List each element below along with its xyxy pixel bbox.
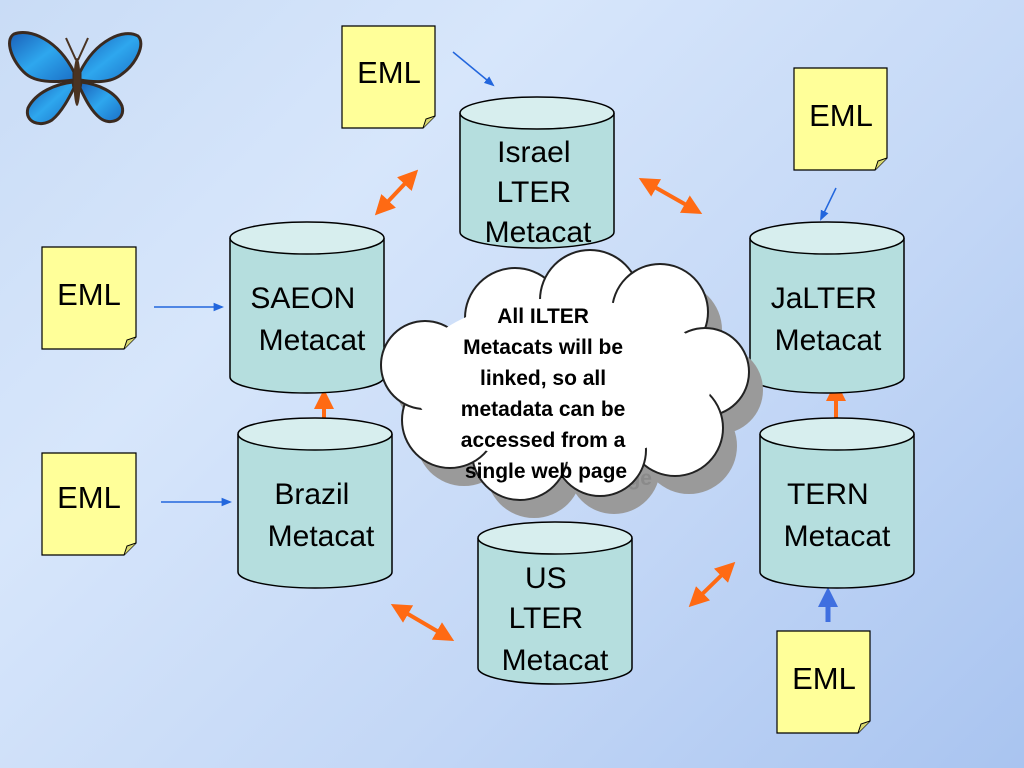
feed-arrows bbox=[154, 51, 838, 622]
svg-text:SAEON Metacat: SAEON Metacat bbox=[250, 282, 366, 357]
svg-text:US LTER Metacat: US LTER Metacat bbox=[502, 562, 609, 677]
database-saeon: SAEON Metacat bbox=[229, 221, 385, 394]
eml-note-bottom-right: EML bbox=[776, 630, 871, 734]
database-label-line: JaLTER bbox=[771, 282, 877, 315]
database-label-line: Metacat bbox=[485, 216, 592, 249]
cloud-text-line: single web page bbox=[465, 460, 627, 483]
database-label-line: SAEON bbox=[250, 282, 355, 315]
feed-arrow-jalter bbox=[820, 187, 837, 221]
link-arrow-brazil-us bbox=[390, 603, 455, 642]
cloud-text-line: Metacats will be bbox=[463, 336, 623, 359]
database-label-line: Israel bbox=[497, 136, 570, 169]
feed-arrow-israel bbox=[452, 51, 495, 87]
database-label-line: Metacat bbox=[775, 324, 882, 357]
link-arrow-saeon-israel bbox=[374, 169, 419, 216]
cloud-text-line: All ILTER bbox=[497, 305, 589, 328]
cloud-text-line: accessed from a bbox=[461, 429, 626, 452]
eml-note-label: EML bbox=[57, 480, 121, 515]
eml-note-top-right: EML bbox=[793, 67, 888, 171]
eml-note-label: EML bbox=[792, 661, 856, 696]
database-label-line: Metacat bbox=[259, 324, 366, 357]
eml-note-label: EML bbox=[57, 277, 121, 312]
database-label-line: LTER bbox=[509, 602, 583, 635]
eml-note-top: EML bbox=[341, 25, 436, 129]
database-tern: TERN Metacat bbox=[759, 417, 915, 589]
database-label-line: TERN bbox=[787, 478, 869, 511]
database-label-line: Brazil bbox=[274, 478, 349, 511]
eml-note-label: EML bbox=[809, 98, 873, 133]
eml-note-label: EML bbox=[357, 55, 421, 90]
svg-text:TERN Metacat: TERN Metacat bbox=[784, 478, 891, 553]
link-arrows bbox=[314, 169, 846, 642]
database-label-line: Metacat bbox=[502, 644, 609, 677]
database-label-line: Metacat bbox=[784, 520, 891, 553]
database-jalter: JaLTER Metacat bbox=[749, 221, 905, 394]
svg-text:Brazil Metacat: Brazil Metacat bbox=[268, 478, 375, 553]
cloud-text-line: linked, so all bbox=[480, 367, 606, 390]
database-us: US LTER Metacat bbox=[477, 521, 633, 685]
cloud-callout: ge All ILTER Metacats will be linked, so… bbox=[380, 249, 763, 518]
link-arrow-israel-jalter bbox=[638, 178, 703, 214]
database-label-line: LTER bbox=[497, 176, 571, 209]
svg-text:All ILTER Metacats will: All ILTER Metacats will be linked, so al… bbox=[461, 305, 631, 483]
database-label-line: US bbox=[525, 562, 567, 595]
eml-note-left-lower: EML bbox=[41, 452, 137, 556]
eml-note-left-upper: EML bbox=[41, 246, 137, 350]
svg-text:JaLTER Metacat: JaLTER Metacat bbox=[771, 282, 886, 357]
svg-text:Israel LTER Metaca: Israel LTER Metacat bbox=[485, 136, 592, 249]
link-arrow-tern-us bbox=[688, 561, 736, 608]
butterfly-icon bbox=[8, 31, 143, 125]
database-label-line: Metacat bbox=[268, 520, 375, 553]
database-israel: Israel LTER Metacat bbox=[459, 96, 615, 249]
database-brazil: Brazil Metacat bbox=[237, 417, 393, 589]
cloud-text-line: metadata can be bbox=[461, 398, 626, 421]
